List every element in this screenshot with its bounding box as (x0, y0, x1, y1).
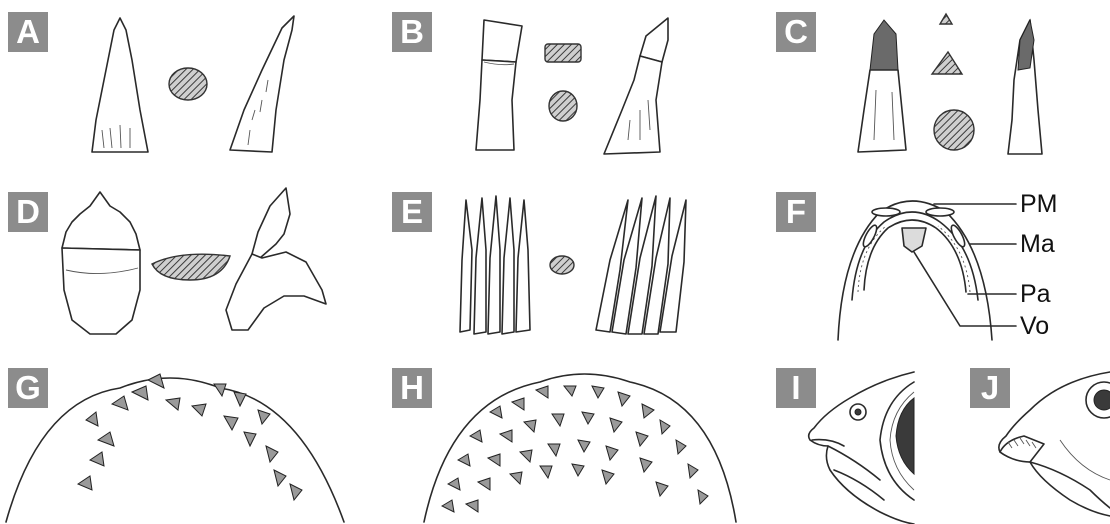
premaxilla-label: PM (1020, 192, 1058, 217)
panel-label-i: I (776, 368, 816, 408)
panel-label-j: J (970, 368, 1010, 408)
panel-label-g: G (8, 368, 48, 408)
panel-b-drawing (476, 18, 668, 154)
panel-a-drawing (92, 16, 294, 152)
panel-label-d: D (8, 192, 48, 232)
panel-i-drawing (809, 372, 914, 524)
maxilla-label: Ma (1020, 232, 1055, 257)
panel-label-e: E (392, 192, 432, 232)
panel-label-h: H (392, 368, 432, 408)
panel-h-drawing (424, 374, 736, 522)
panel-f-drawing (838, 201, 1016, 340)
panel-label-b: B (392, 12, 432, 52)
vomer-label: Vo (1020, 314, 1049, 339)
panel-e-drawing (460, 196, 686, 334)
panel-label-c: C (776, 12, 816, 52)
panel-g-drawing (6, 374, 344, 522)
panel-j-drawing (999, 372, 1110, 516)
panel-d-drawing (62, 188, 326, 334)
panel-label-f: F (776, 192, 816, 232)
panel-c-drawing (858, 14, 1042, 154)
palatine-label: Pa (1020, 282, 1051, 307)
panel-label-a: A (8, 12, 48, 52)
